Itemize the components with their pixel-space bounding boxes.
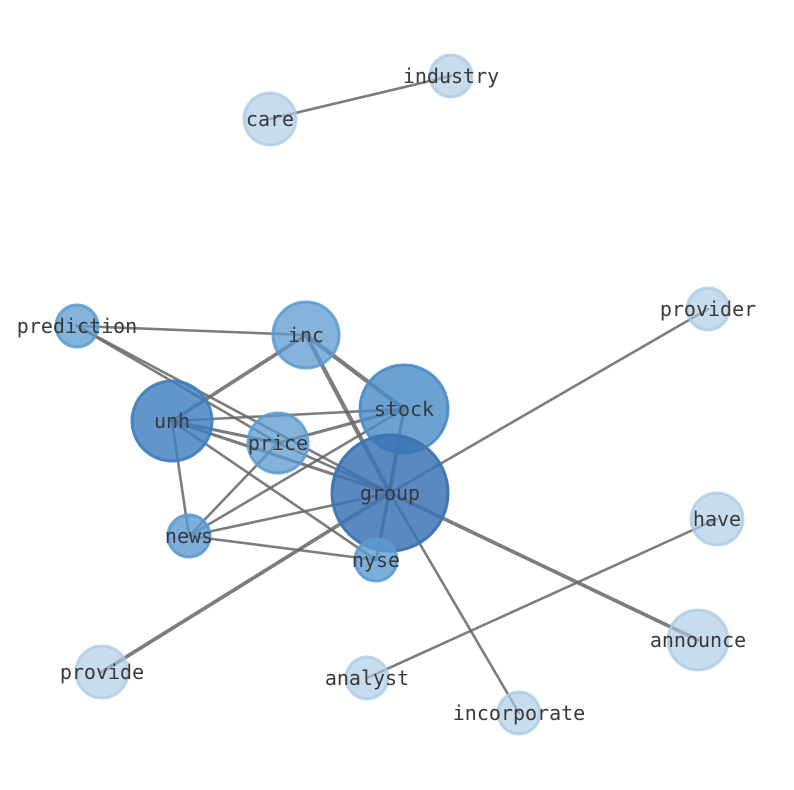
node-label-incorporate: incorporate — [453, 701, 585, 725]
node-label-unh: unh — [154, 409, 190, 433]
node-label-price: price — [248, 431, 308, 455]
node-label-care: care — [246, 107, 294, 131]
node-inc — [271, 300, 341, 370]
node-label-provider: provider — [660, 297, 756, 321]
node-news — [166, 513, 212, 559]
node-layer — [54, 53, 745, 736]
edge-group-provider — [388, 307, 710, 495]
node-label-inc: inc — [288, 323, 324, 347]
node-unh — [130, 379, 214, 463]
node-label-group: group — [360, 481, 420, 505]
node-have — [689, 491, 745, 547]
node-label-nyse: nyse — [352, 548, 400, 572]
node-care — [242, 91, 298, 147]
node-provide — [74, 644, 130, 700]
edge-analyst-have — [365, 517, 719, 680]
node-prediction — [54, 303, 100, 349]
node-label-stock: stock — [374, 397, 434, 421]
node-industry — [428, 53, 474, 99]
edge-prediction-inc — [75, 324, 308, 337]
node-provider — [685, 286, 731, 332]
node-label-provide: provide — [60, 660, 144, 684]
node-label-announce: announce — [650, 628, 746, 652]
label-layer: industry care provider prediction inc stock un… — [17, 64, 756, 725]
node-announce — [666, 608, 730, 672]
node-label-industry: industry — [403, 64, 499, 88]
node-price — [246, 411, 310, 475]
node-analyst — [344, 655, 390, 701]
edge-news-nyse — [187, 534, 378, 562]
node-label-news: news — [165, 524, 213, 548]
node-nyse — [353, 537, 399, 583]
node-incorporate — [496, 690, 542, 736]
node-label-prediction: prediction — [17, 314, 137, 338]
node-label-have: have — [693, 507, 741, 531]
node-label-analyst: analyst — [325, 666, 409, 690]
edge-care-industry — [268, 74, 453, 121]
